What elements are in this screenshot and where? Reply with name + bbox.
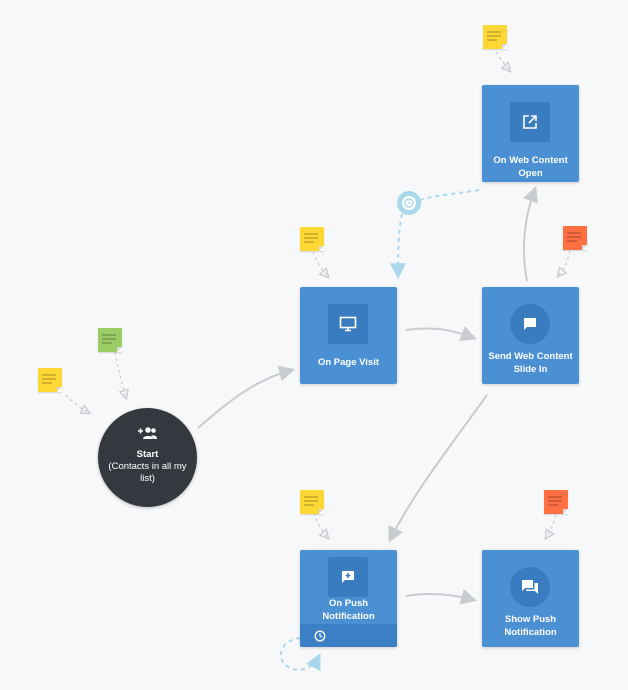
connector-page-visit-to-send-web	[405, 326, 478, 342]
add-comment-icon	[328, 557, 368, 597]
sticky-note-icon[interactable]	[98, 328, 122, 352]
node-on-web-content-open[interactable]: On Web Content Open	[482, 85, 579, 182]
node-label: Send Web Content Slide In	[488, 351, 573, 375]
node-label: On Web Content Open	[493, 155, 568, 179]
start-title: Start	[136, 449, 159, 460]
node-on-page-visit[interactable]: On Page Visit	[300, 287, 397, 384]
node-label: Show Push Notification	[504, 614, 557, 638]
monitor-icon	[328, 304, 368, 344]
start-node[interactable]: Start (Contacts in all my list)	[98, 408, 197, 507]
chat-bubble-icon	[510, 304, 550, 344]
node-on-push-notification-subscribed[interactable]: On Push Notification Subscribed	[300, 550, 397, 647]
node-show-push-notification[interactable]: Show Push Notification	[482, 550, 579, 647]
sticky-note-icon[interactable]	[38, 368, 62, 392]
connector-send-web-to-web-open	[522, 186, 538, 282]
node-footer[interactable]	[300, 624, 397, 647]
clock-icon	[314, 629, 326, 647]
forum-icon	[510, 567, 550, 607]
node-label: On Page Visit	[317, 357, 380, 368]
sticky-note-icon[interactable]	[300, 227, 324, 251]
clock-icon	[402, 196, 416, 210]
sticky-note-icon[interactable]	[300, 490, 324, 514]
timer-badge[interactable]	[397, 191, 421, 215]
open-in-new-icon	[510, 102, 550, 142]
sticky-note-icon[interactable]	[544, 490, 568, 514]
connector-push-subscribed-to-show-push	[405, 588, 478, 605]
timer-connector-web-open-to-page-visit	[419, 189, 480, 201]
node-send-web-content-slide-in[interactable]: Send Web Content Slide In	[482, 287, 579, 384]
start-subtitle: (Contacts in all my list)	[108, 461, 187, 484]
connector-start-to-page-visit	[197, 365, 296, 429]
timer-connector-badge-to-page-visit	[390, 213, 407, 280]
sticky-note-icon[interactable]	[483, 25, 507, 49]
sticky-note-icon[interactable]	[563, 226, 587, 250]
group-add-icon	[136, 425, 158, 446]
connector-send-web-to-push-subscribed	[388, 394, 488, 543]
